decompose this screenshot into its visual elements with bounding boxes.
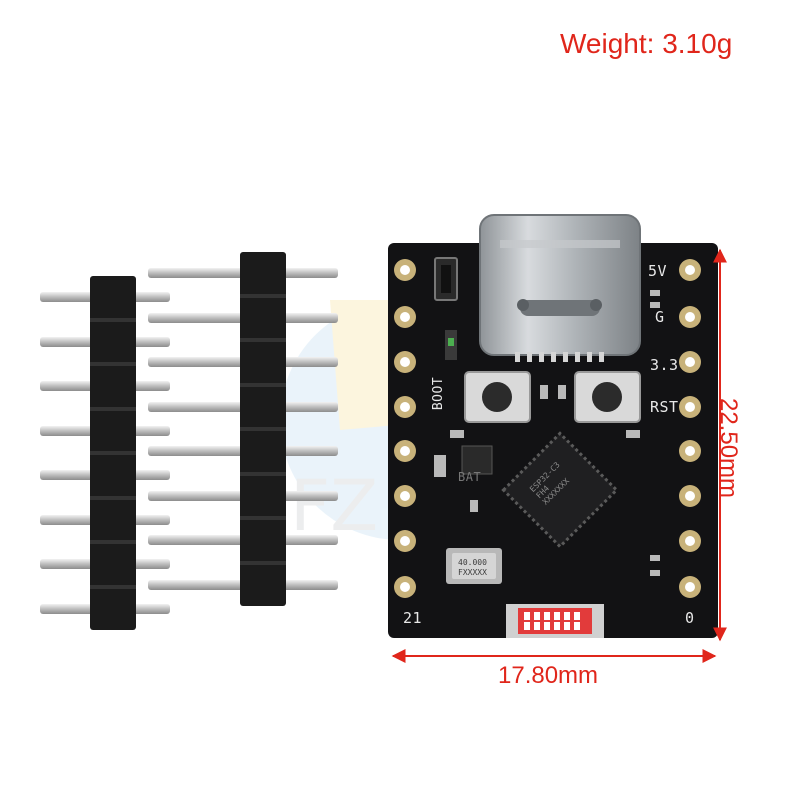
rst-button <box>574 371 641 423</box>
crystal-marking: 40.000 FXXXXX <box>458 558 487 577</box>
silk-bat: BAT <box>458 470 482 484</box>
pin-header-middle <box>148 252 338 606</box>
header-plastic-middle <box>240 252 286 606</box>
pcb-board <box>388 214 718 638</box>
usb-c-connector <box>479 214 641 362</box>
silk-5v: 5V <box>648 262 668 280</box>
header-plastic-left <box>90 276 136 630</box>
silk-3v3: 3.3 <box>650 356 679 374</box>
boot-button <box>464 371 531 423</box>
silk-g: G <box>655 308 665 326</box>
weight-label: Weight: 3.10g <box>560 28 733 59</box>
crystal-oscillator <box>446 548 502 584</box>
bottom-connector <box>506 604 604 638</box>
height-dimension-label: 22.50mm <box>715 397 742 499</box>
silk-rst: RST <box>650 398 679 416</box>
pin-header-left <box>40 276 170 630</box>
width-dimension-label: 17.80mm <box>498 662 599 689</box>
dimension-lines <box>391 248 727 663</box>
silk-21: 21 <box>403 609 423 627</box>
silk-boot: BOOT <box>431 376 447 411</box>
svg-text:FZ: FZ <box>290 465 378 547</box>
silk-0: 0 <box>685 609 695 627</box>
